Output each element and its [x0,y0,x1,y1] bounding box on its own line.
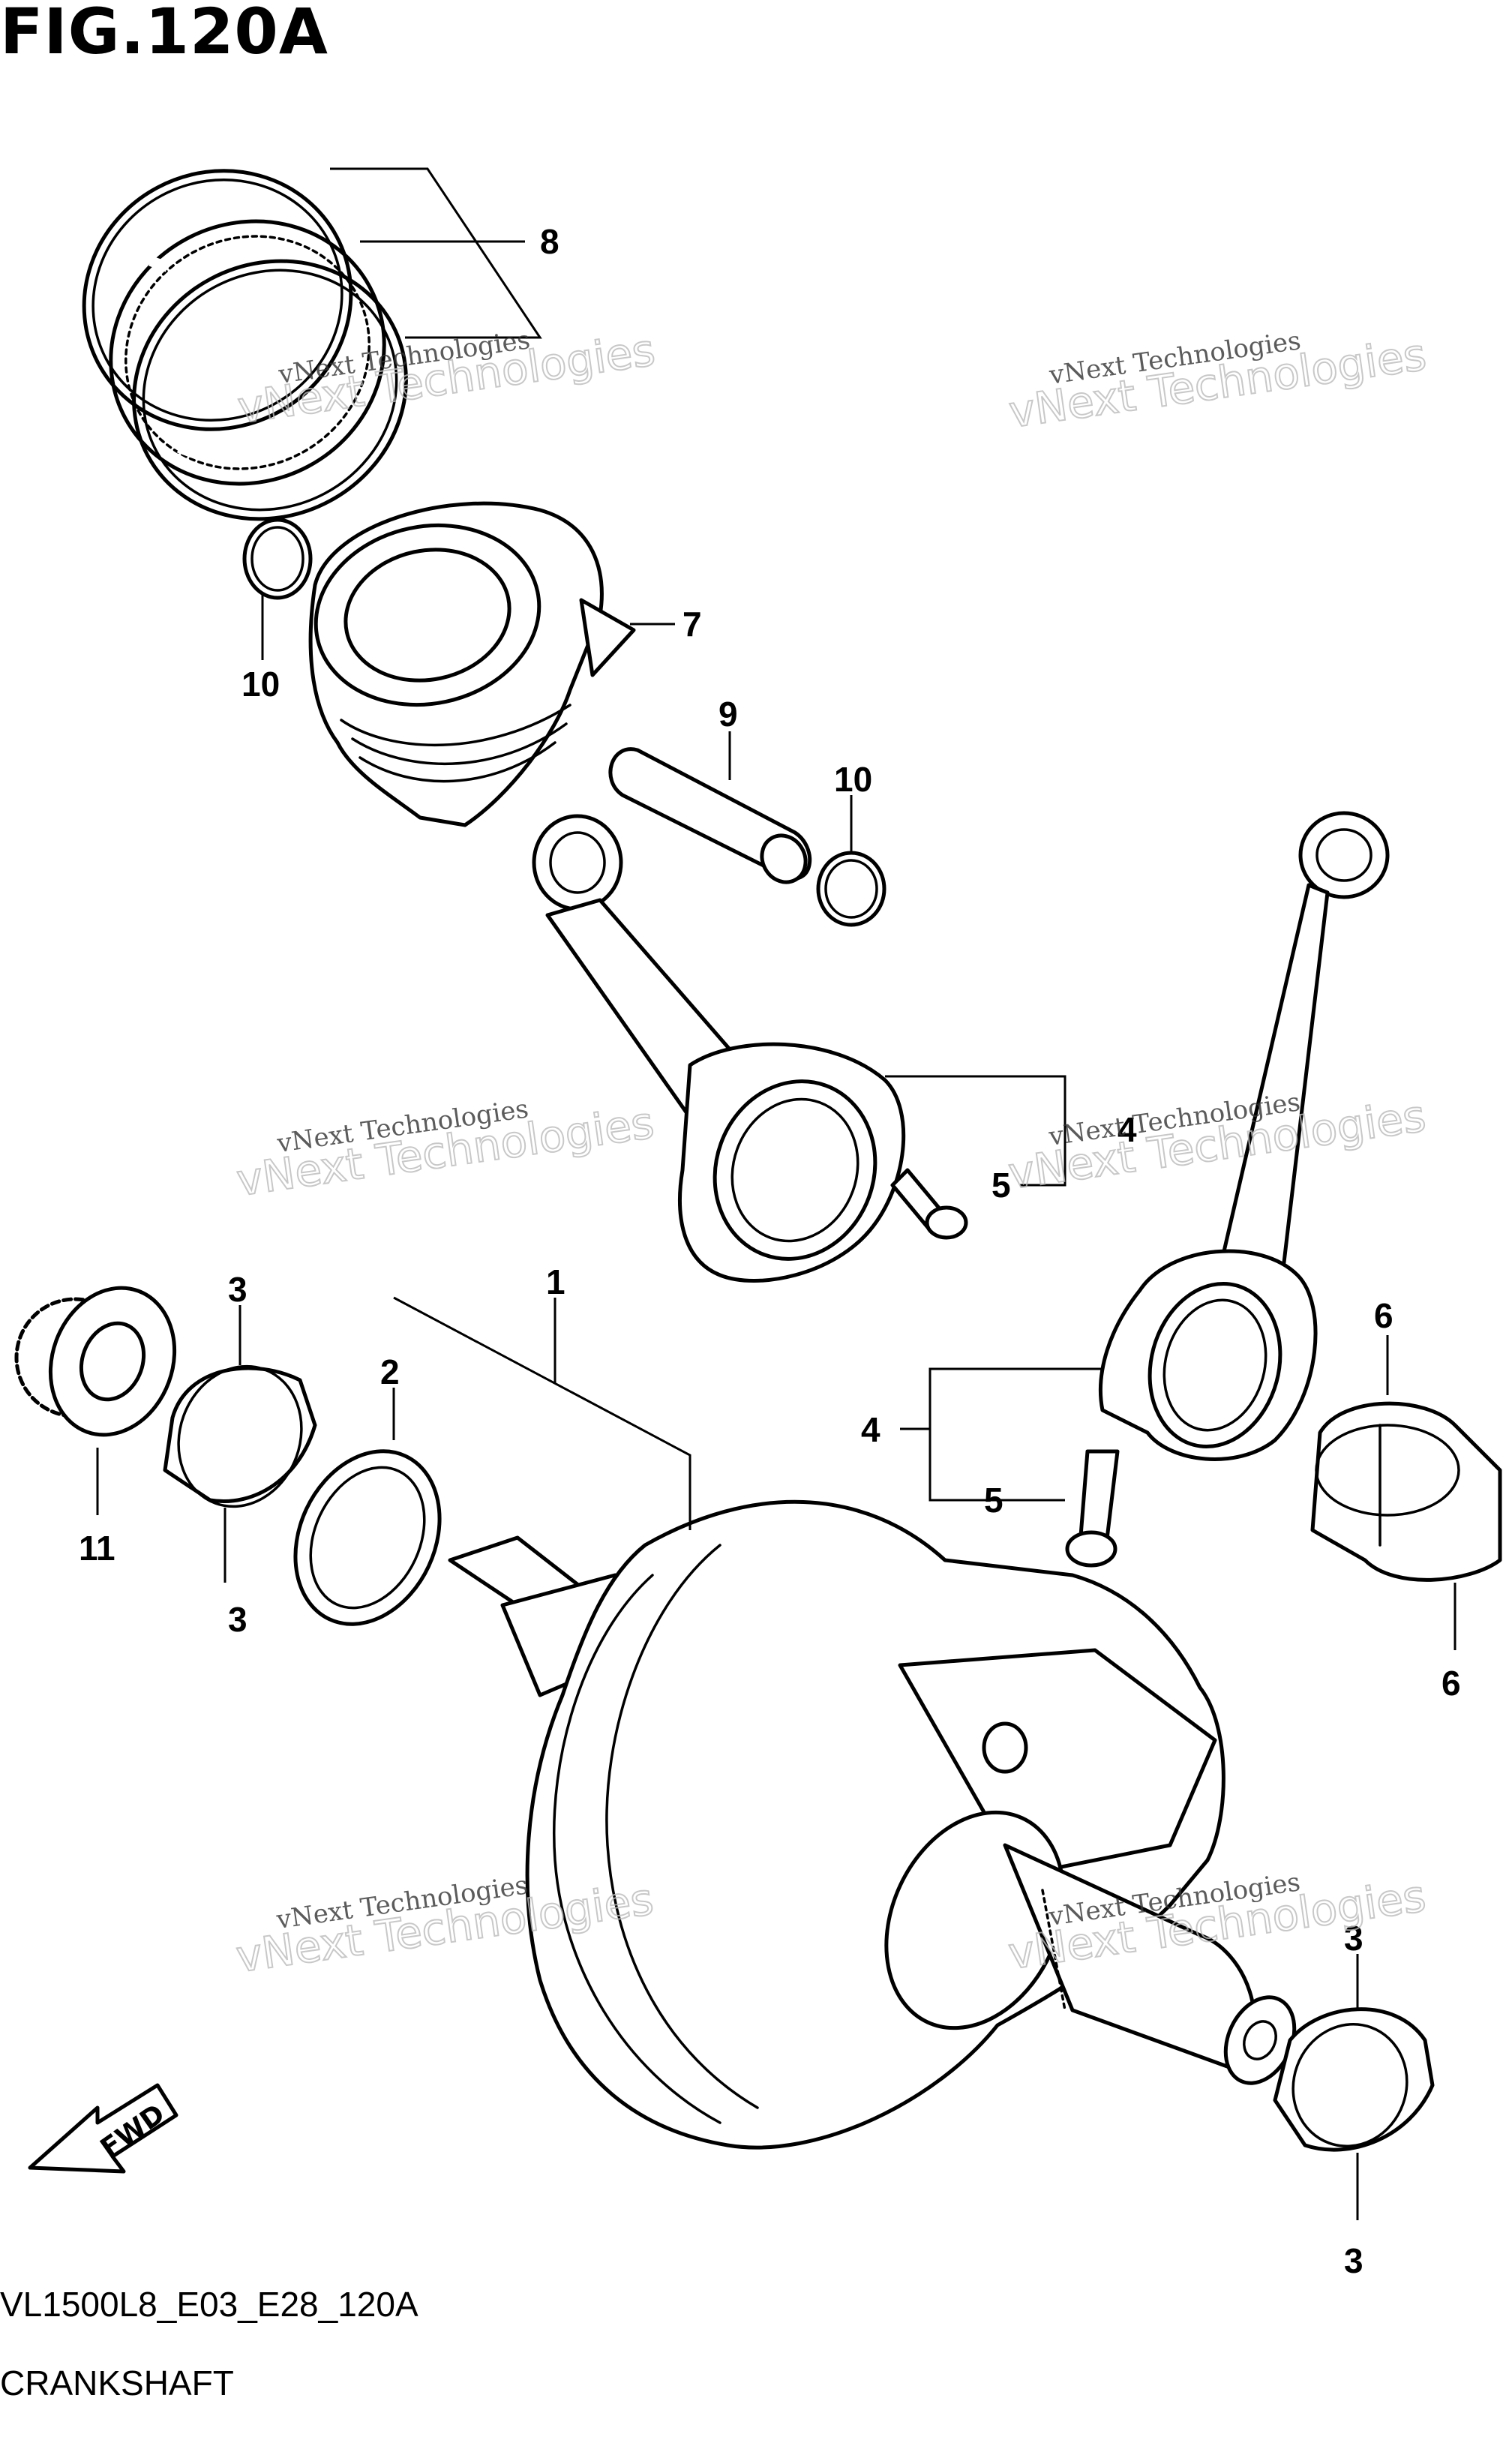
callout-4-5-leader-mid [900,1367,1102,1502]
figure-title: FIG.120A [0,0,328,68]
piston-rings [82,169,408,521]
watermark-top-right: vNext Technologies vNext Technologies [1005,326,1430,438]
watermark-top-left: vNext Technologies vNext Technologies [234,323,658,434]
callout-7: 7 [682,605,702,644]
callout-4-5-leader-top [885,1075,1066,1187]
callout-4-top: 4 [1118,1110,1137,1149]
watermark-mid-left: vNext Technologies vNext Technologies [233,1094,658,1206]
figure-code: VL1500L8_E03_E28_120A [0,2285,418,2324]
piston [308,501,636,827]
callout-2: 2 [380,1352,400,1391]
callout-1: 1 [546,1262,566,1301]
callout-6-bottom: 6 [1442,1664,1461,1703]
callout-3-right-bottom: 3 [1344,2241,1364,2280]
thrust-washer [293,1388,442,1626]
main-bearing-right [1273,1954,1435,2220]
crankshaft [448,1499,1297,2150]
callout-6-top: 6 [1374,1296,1394,1335]
callout-3-right-top: 3 [1344,1919,1364,1958]
conrod-bolt-right [1065,1449,1120,1568]
piston-pin [608,731,812,884]
callout-9: 9 [718,695,738,734]
callout-8-leader [330,167,542,339]
callout-4-mid: 4 [861,1410,880,1449]
connecting-rod-right [1099,811,1390,1461]
connecting-rod-left [532,814,906,1283]
callout-8: 8 [540,222,560,261]
callout-5-top: 5 [992,1166,1011,1205]
callout-3-left-top: 3 [228,1270,248,1309]
conrod-bolt-left [890,1168,968,1240]
figure-name: CRANKSHAFT [0,2363,234,2402]
callout-5-mid: 5 [984,1481,1004,1520]
callout-10-right: 10 [834,760,872,799]
forward-arrow: FWD [28,2083,178,2174]
callout-11: 11 [79,1529,116,1568]
watermark-mid-right: vNext Technologies vNext Technologies [1005,1087,1430,1199]
piston-pin-circlip-right [816,795,886,927]
main-bearing-left [163,1305,317,1583]
callout-10-left: 10 [242,665,280,704]
callout-3-left-bottom: 3 [228,1600,248,1639]
crank-gear [14,1286,177,1515]
piston-pin-circlip-left [242,518,313,660]
callout-1-2-leader [393,1296,692,1530]
crankpin-bearing [1310,1335,1502,1650]
